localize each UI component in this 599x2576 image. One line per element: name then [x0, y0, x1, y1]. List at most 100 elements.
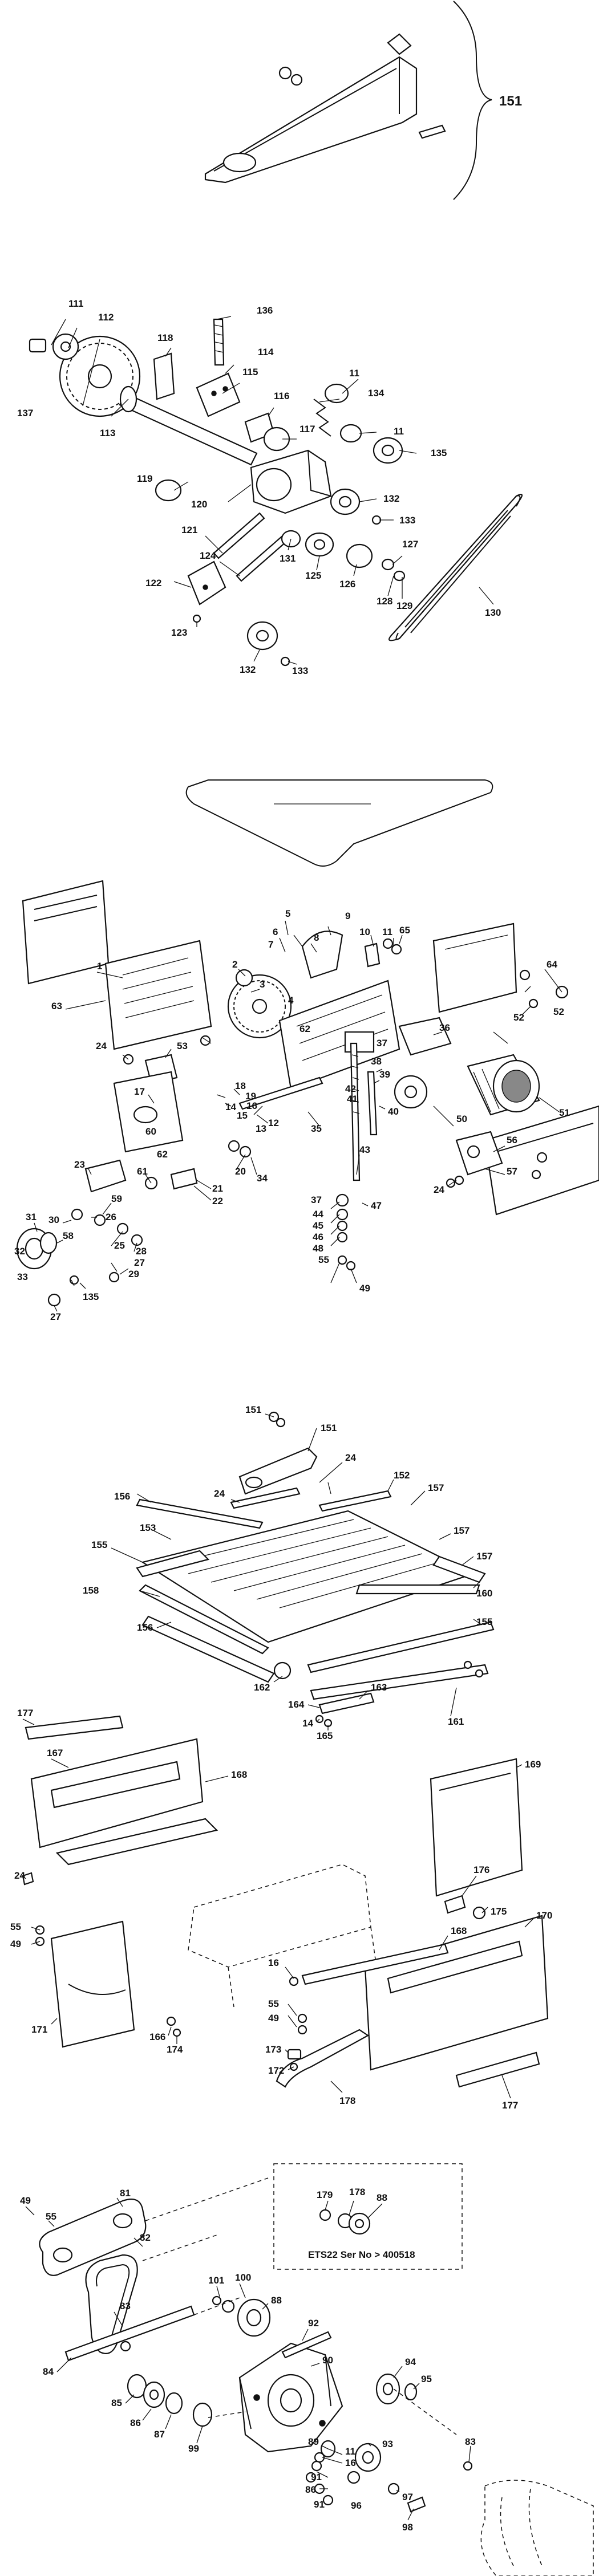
- callout-49: 49: [268, 2013, 279, 2024]
- callout-111: 111: [68, 298, 84, 309]
- callout-174: 174: [167, 2044, 183, 2055]
- callout-22: 22: [212, 1196, 223, 1206]
- callout-11: 11: [345, 2446, 355, 2457]
- callout-128: 128: [377, 596, 392, 607]
- callout-114: 114: [258, 347, 274, 357]
- callout-28: 28: [136, 1246, 147, 1257]
- callout-151: 151: [321, 1423, 337, 1433]
- callout-98: 98: [402, 2522, 413, 2533]
- callout-84: 84: [43, 2366, 54, 2377]
- callout-35: 35: [311, 1123, 322, 1134]
- callout-65: 65: [399, 925, 410, 936]
- callout-166: 166: [149, 2031, 165, 2042]
- callout-131: 131: [280, 553, 296, 564]
- callout-155: 155: [91, 1539, 107, 1550]
- callout-172: 172: [268, 2065, 284, 2076]
- callout-178: 178: [349, 2187, 365, 2197]
- callout-83: 83: [465, 2436, 476, 2447]
- callout-15: 15: [237, 1110, 248, 1121]
- callout-115: 115: [242, 367, 258, 377]
- callout-55: 55: [268, 1998, 279, 2009]
- callout-14: 14: [302, 1718, 313, 1729]
- callout-120: 120: [191, 499, 207, 510]
- callout-133: 133: [399, 515, 415, 526]
- callout-24: 24: [434, 1184, 444, 1195]
- callout-24: 24: [14, 1870, 25, 1881]
- callout-155: 155: [476, 1616, 492, 1627]
- callout-91: 91: [314, 2499, 325, 2510]
- callout-30: 30: [48, 1214, 59, 1225]
- callout-37: 37: [377, 1038, 387, 1049]
- callout-164: 164: [288, 1699, 305, 1710]
- callout-59: 59: [111, 1193, 122, 1204]
- callout-41: 41: [347, 1094, 358, 1104]
- callout-40: 40: [388, 1106, 399, 1117]
- callout-23: 23: [74, 1159, 85, 1170]
- callout-12: 12: [268, 1118, 279, 1128]
- callout-1: 1: [97, 961, 102, 972]
- callout-170: 170: [536, 1910, 552, 1921]
- callout-122: 122: [145, 578, 161, 588]
- callout-136: 136: [257, 305, 273, 316]
- callout-176: 176: [473, 1864, 489, 1875]
- callout-125: 125: [305, 570, 321, 581]
- callout-38: 38: [371, 1056, 382, 1067]
- callout-135: 135: [83, 1291, 99, 1302]
- callout-152: 152: [394, 1470, 410, 1481]
- callout-177: 177: [17, 1708, 33, 1718]
- callout-87: 87: [154, 2429, 165, 2440]
- callout-62: 62: [157, 1149, 168, 1160]
- callout-31: 31: [26, 1212, 37, 1222]
- callout-5: 5: [285, 908, 290, 919]
- callout-100: 100: [235, 2272, 251, 2283]
- callout-32: 32: [14, 1246, 25, 1257]
- callout-165: 165: [317, 1730, 333, 1741]
- callout-132: 132: [240, 664, 256, 675]
- callout-157: 157: [454, 1525, 470, 1536]
- callout-168: 168: [231, 1769, 247, 1780]
- callout-58: 58: [63, 1230, 74, 1241]
- callout-34: 34: [257, 1173, 268, 1184]
- handwheel-32: [16, 1228, 58, 1270]
- callout-11: 11: [382, 927, 392, 937]
- callout-52: 52: [553, 1006, 564, 1017]
- callout-93: 93: [382, 2439, 393, 2449]
- section-arbor-assembly: 111 112 136 118 114 115 11 134 116 137 1…: [17, 298, 523, 676]
- callout-14: 14: [225, 1102, 236, 1112]
- motor-51: [467, 1054, 540, 1116]
- callout-126: 126: [339, 579, 355, 590]
- callout-3: 3: [260, 979, 265, 990]
- callout-82: 82: [140, 2232, 151, 2243]
- callout-29: 29: [128, 1269, 139, 1279]
- callout-91: 91: [311, 2472, 322, 2482]
- callout-157: 157: [428, 1482, 444, 1493]
- callout-171: 171: [31, 2024, 47, 2035]
- callout-16: 16: [268, 1957, 279, 1968]
- callout-56: 56: [507, 1135, 517, 1145]
- callout-18: 18: [235, 1080, 246, 1091]
- callout-19: 19: [245, 1091, 256, 1102]
- callout-63: 63: [51, 1001, 62, 1011]
- callout-151: 151: [499, 94, 522, 109]
- callout-116: 116: [274, 391, 289, 401]
- callout-24: 24: [345, 1452, 356, 1463]
- callout-178: 178: [339, 2095, 355, 2106]
- callout-121: 121: [181, 525, 197, 535]
- callout-45: 45: [313, 1220, 323, 1231]
- callout-160: 160: [476, 1588, 492, 1599]
- callout-8: 8: [314, 932, 319, 943]
- callout-49: 49: [359, 1283, 370, 1294]
- callout-151: 151: [245, 1404, 261, 1415]
- callout-83: 83: [120, 2301, 131, 2311]
- inset-ets22: 179 178 88 ETS22 Ser No > 400518: [273, 2163, 463, 2270]
- callout-37: 37: [311, 1194, 322, 1205]
- callout-16: 16: [345, 2457, 356, 2468]
- callout-48: 48: [313, 1243, 323, 1254]
- callout-127: 127: [402, 539, 418, 550]
- callout-52: 52: [513, 1012, 524, 1023]
- callout-86: 86: [305, 2484, 316, 2495]
- callout-86: 86: [130, 2417, 141, 2428]
- callout-99: 99: [188, 2443, 199, 2454]
- callout-46: 46: [313, 1232, 323, 1242]
- callout-130: 130: [485, 607, 501, 618]
